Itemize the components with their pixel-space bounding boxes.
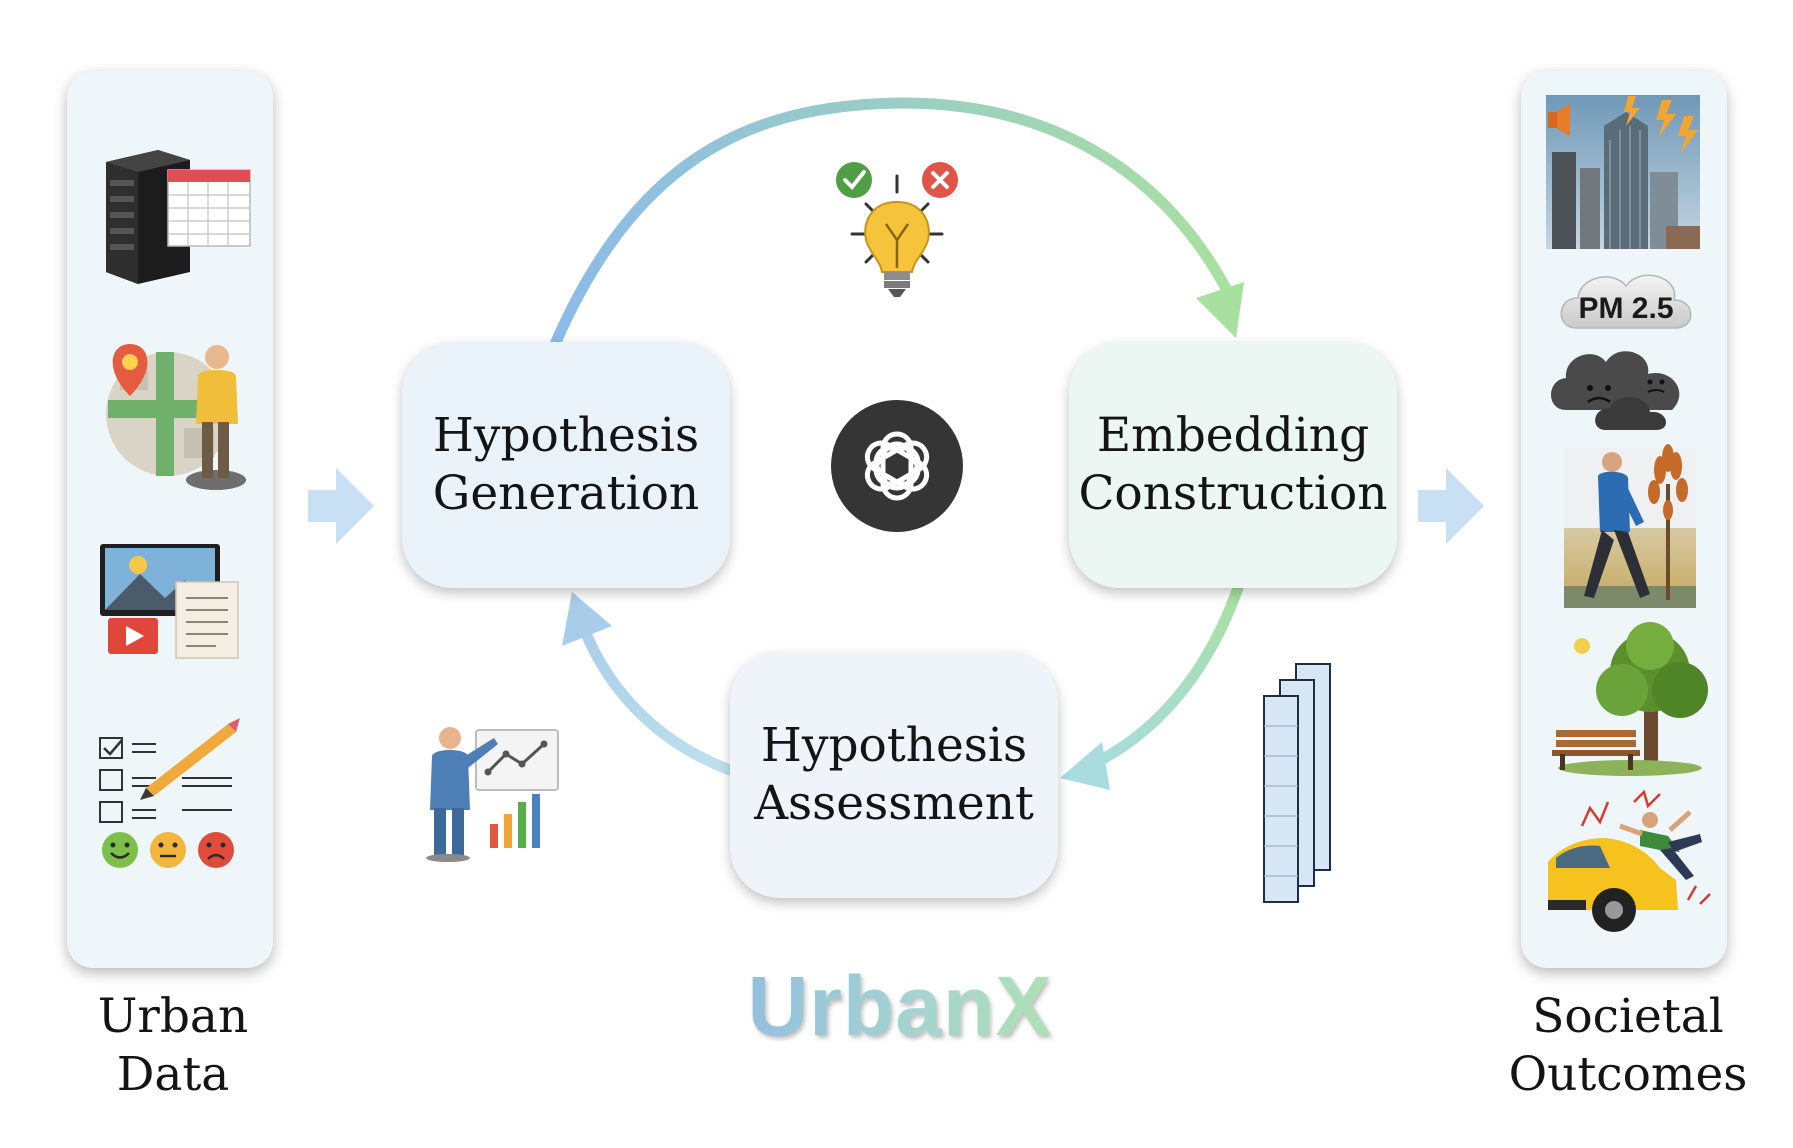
presenter-chart-icon xyxy=(426,727,559,862)
embedding-line-1: Embedding xyxy=(1096,407,1370,463)
openai-logo-icon xyxy=(831,400,963,532)
server-table-icon xyxy=(106,150,251,284)
car-accident-icon xyxy=(1548,789,1711,932)
map-person-icon xyxy=(106,344,246,490)
pollution-text: PM 2.5 xyxy=(1578,292,1673,325)
air-pollution-icon: PM 2.5 xyxy=(1551,274,1692,430)
hypothesis-generation-node: Hypothesis Generation xyxy=(402,342,730,588)
embedding-construction-node: Embedding Construction xyxy=(1069,342,1397,588)
input-flow-arrow xyxy=(308,468,374,544)
embedding-line-2: Construction xyxy=(1078,466,1388,521)
media-document-icon xyxy=(100,544,239,659)
survey-icon xyxy=(99,718,240,868)
park-tree-icon xyxy=(1552,622,1708,776)
cycle-arrow-top xyxy=(550,97,1244,348)
societal-outcomes-line-2: Outcomes xyxy=(1508,1047,1748,1103)
cycle-arrow-right xyxy=(1060,582,1244,790)
urban-data-line-2: Data xyxy=(116,1047,230,1103)
societal-outcomes-line-1: Societal xyxy=(1532,989,1724,1044)
output-flow-arrow xyxy=(1418,468,1484,544)
stacked-columns-icon xyxy=(1263,663,1331,903)
societal-outcomes-label: Societal Outcomes xyxy=(1490,988,1766,1105)
assessment-line-1: Hypothesis xyxy=(760,717,1028,773)
generation-line-2: Generation xyxy=(432,466,700,521)
city-noise-icon xyxy=(1546,95,1700,249)
urbanx-brand: UrbanX xyxy=(680,958,1120,1055)
hypothesis-assessment-node: Hypothesis Assessment xyxy=(730,652,1058,898)
cycle-arrow-left xyxy=(562,592,736,776)
generation-line-1: Hypothesis xyxy=(432,407,700,463)
walking-person-icon xyxy=(1564,444,1696,608)
urban-data-label: Urban Data xyxy=(60,988,286,1105)
assessment-line-2: Assessment xyxy=(754,776,1034,831)
lightbulb-check-cross-icon xyxy=(836,162,958,297)
urban-data-line-1: Urban xyxy=(97,989,249,1044)
